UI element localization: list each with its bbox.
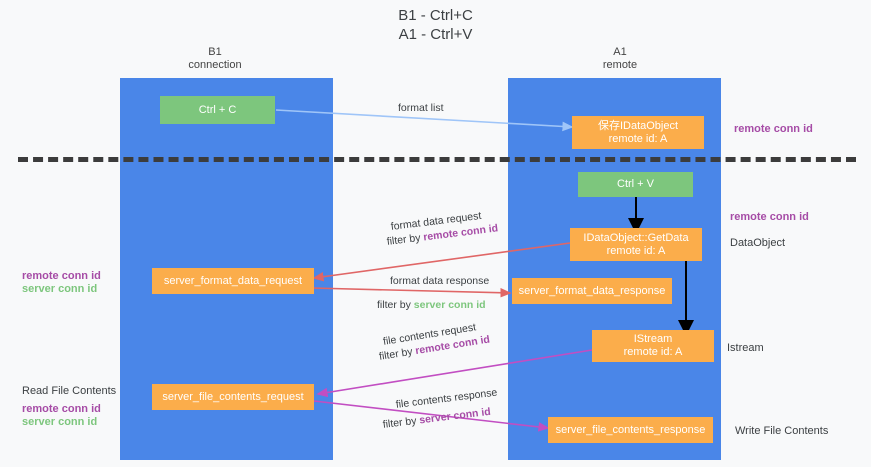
section-divider [18, 157, 856, 162]
right-label-write-file-contents: Write File Contents [735, 425, 829, 437]
filter-prefix-4: filter by [382, 414, 421, 431]
right-label-remote-conn-id-2: remote conn id [730, 211, 809, 223]
istream-box[interactable]: IStream remote id: A [592, 330, 714, 362]
page-title: B1 - Ctrl+C A1 - Ctrl+V [398, 7, 473, 43]
filter-key-server-conn-id-1: server conn id [413, 299, 486, 311]
server-file-contents-response-box[interactable]: server_file_contents_response [548, 417, 713, 443]
left-label-server-conn-id-2: server conn id [22, 416, 98, 428]
edge-label-format-list: format list [398, 102, 444, 114]
left-label-remote-conn-id-2: remote conn id [22, 403, 101, 415]
server-format-data-response-box[interactable]: server_format_data_response [512, 278, 672, 304]
right-label-remote-conn-id-1: remote conn id [734, 123, 813, 135]
lane-header-a1: A1 remote [602, 46, 638, 71]
server-file-contents-request-box[interactable]: server_file_contents_request [152, 384, 314, 410]
right-label-istream: Istream [727, 342, 764, 354]
arrow-format-data-response [311, 287, 512, 298]
filter-prefix-2: filter by [377, 299, 414, 311]
filter-key-server-conn-id-2: server conn id [418, 405, 492, 427]
ctrl-v-box[interactable]: Ctrl + V [578, 172, 693, 197]
left-label-read-file-contents: Read File Contents [22, 385, 117, 397]
lane-header-b1: B1 connection [188, 46, 242, 71]
left-label-server-conn-id: server conn id [22, 283, 98, 295]
save-idataobject-box[interactable]: 保存IDataObject remote id: A [572, 116, 704, 149]
edge-label-format-data-response-filter: filter by server conn id [377, 298, 486, 312]
server-format-data-request-box[interactable]: server_format_data_request [152, 268, 314, 294]
filter-prefix-1: filter by [386, 231, 425, 248]
left-label-remote-conn-id: remote conn id [22, 270, 101, 282]
right-label-dataobject: DataObject [730, 237, 786, 249]
idataobject-getdata-box[interactable]: IDataObject::GetData remote id: A [570, 228, 702, 261]
edge-label-format-data-response: format data response [390, 275, 490, 287]
ctrl-c-box[interactable]: Ctrl + C [160, 96, 275, 124]
